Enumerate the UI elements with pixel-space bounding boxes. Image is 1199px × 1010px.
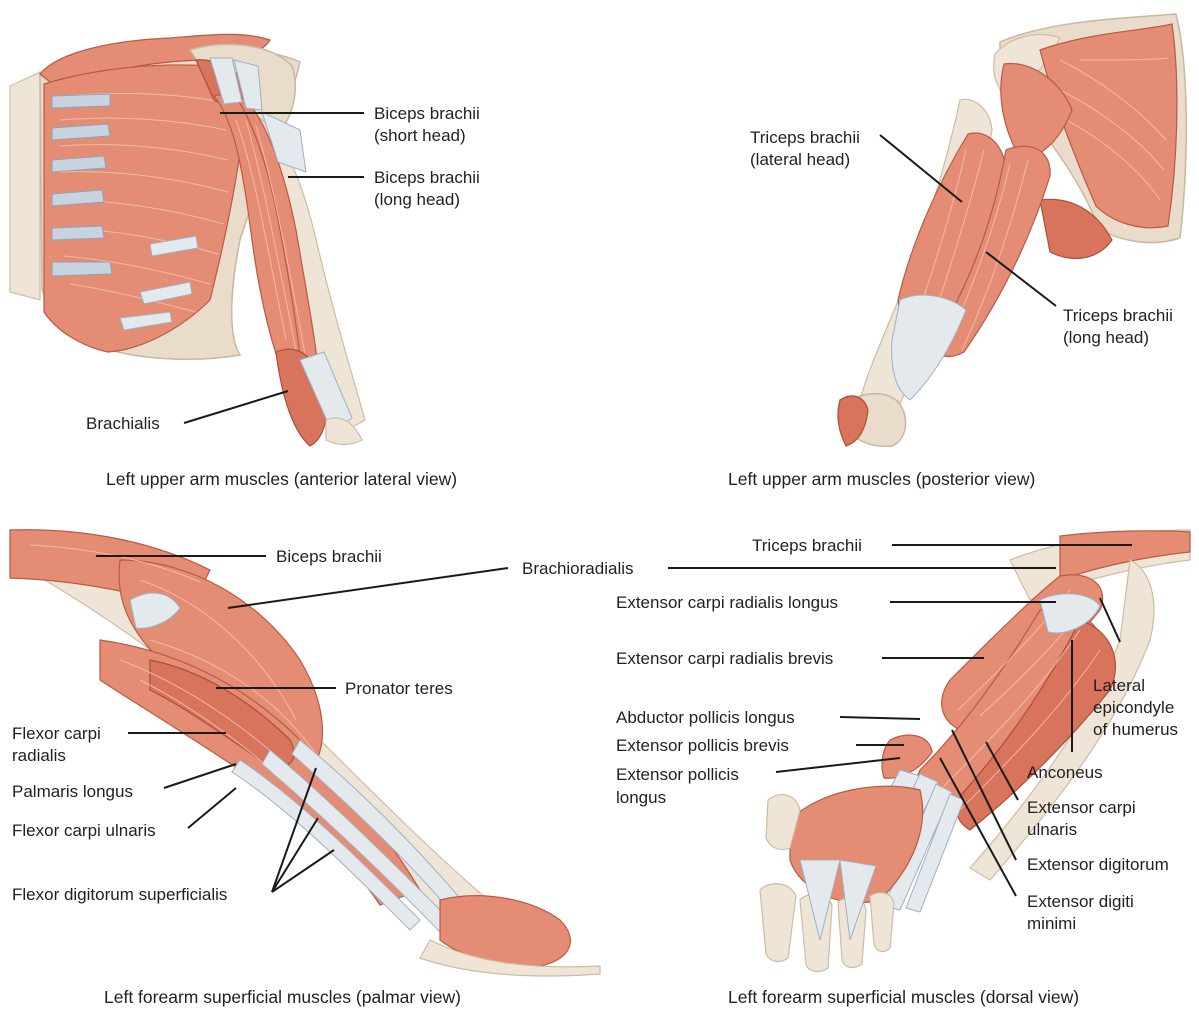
label-triceps-lateral-1: Triceps brachii	[750, 128, 860, 147]
leader-brachioradialis	[228, 568, 508, 608]
caption-upper-anterior: Left upper arm muscles (anterior lateral…	[106, 469, 457, 489]
caption-forearm-palmar: Left forearm superficial muscles (palmar…	[104, 987, 461, 1007]
leader-fds-3	[272, 850, 334, 892]
leader-palmaris	[164, 764, 236, 788]
leader-apl	[840, 717, 920, 719]
label-fcr-2: radialis	[12, 746, 66, 765]
label-triceps-long-2: (long head)	[1063, 328, 1149, 347]
label-ecrl: Extensor carpi radialis longus	[616, 593, 838, 612]
label-biceps-brachii: Biceps brachii	[276, 547, 382, 566]
label-brachialis: Brachialis	[86, 414, 160, 433]
label-pronator-teres: Pronator teres	[345, 679, 453, 698]
label-fcu: Flexor carpi ulnaris	[12, 821, 156, 840]
label-lat-epi-2: epicondyle	[1093, 698, 1174, 717]
label-fds: Flexor digitorum superficialis	[12, 885, 227, 904]
posterior-arm-illustration	[838, 14, 1186, 446]
leader-brachialis	[184, 391, 288, 423]
label-biceps-long-1: Biceps brachii	[374, 168, 480, 187]
label-ecu-2: ulnaris	[1027, 820, 1077, 839]
label-biceps-short-2: (short head)	[374, 126, 466, 145]
caption-forearm-dorsal: Left forearm superficial muscles (dorsal…	[728, 987, 1079, 1007]
label-triceps-lateral-2: (lateral head)	[750, 150, 850, 169]
label-lat-epi-3: of humerus	[1093, 720, 1178, 739]
label-ecrb: Extensor carpi radialis brevis	[616, 649, 833, 668]
label-biceps-long-2: (long head)	[374, 190, 460, 209]
label-apl: Abductor pollicis longus	[616, 708, 795, 727]
anterior-arm-illustration	[10, 34, 365, 446]
label-edm-1: Extensor digiti	[1027, 892, 1134, 911]
label-lat-epi-1: Lateral	[1093, 676, 1145, 695]
label-epb: Extensor pollicis brevis	[616, 736, 789, 755]
label-brachioradialis: Brachioradialis	[522, 559, 634, 578]
label-epl-2: longus	[616, 788, 666, 807]
label-fcr-1: Flexor carpi	[12, 724, 101, 743]
caption-upper-posterior: Left upper arm muscles (posterior view)	[728, 469, 1035, 489]
leader-fcu	[188, 788, 236, 828]
label-ed: Extensor digitorum	[1027, 855, 1169, 874]
label-triceps-brachii-dorsal: Triceps brachii	[752, 536, 862, 555]
label-biceps-short-1: Biceps brachii	[374, 104, 480, 123]
label-edm-2: minimi	[1027, 914, 1076, 933]
label-ecu-1: Extensor carpi	[1027, 798, 1136, 817]
label-triceps-long-1: Triceps brachii	[1063, 306, 1173, 325]
label-palmaris-longus: Palmaris longus	[12, 782, 133, 801]
label-epl-1: Extensor pollicis	[616, 765, 739, 784]
label-anconeus: Anconeus	[1027, 763, 1103, 782]
